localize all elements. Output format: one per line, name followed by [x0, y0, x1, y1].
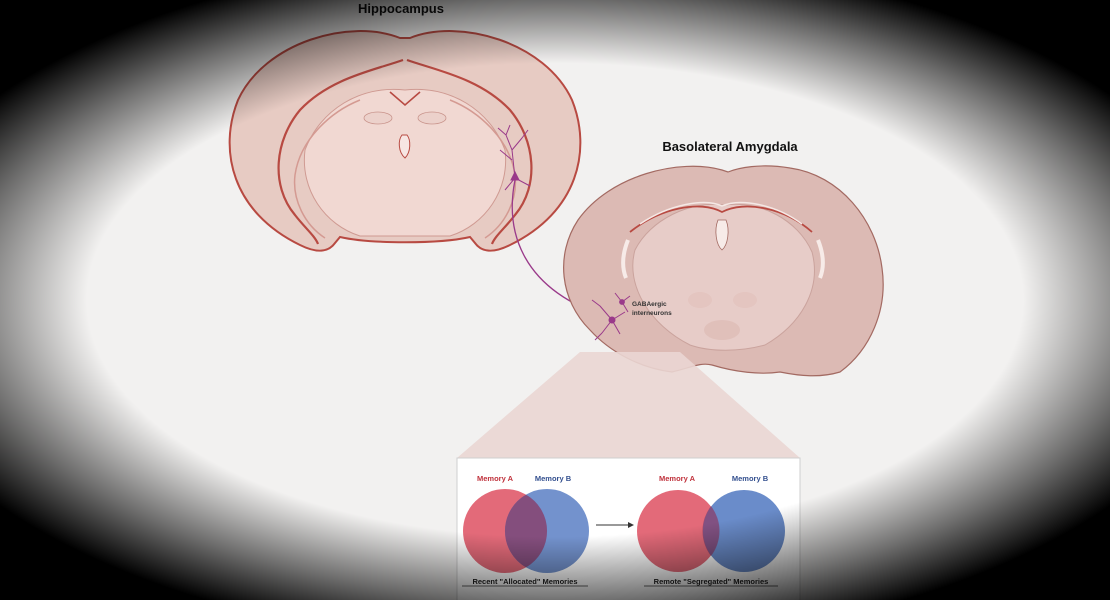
hippocampus-section: [228, 30, 582, 252]
memory-a-label-remote: Memory A: [659, 474, 696, 483]
remote-memories-caption: Remote "Segregated" Memories: [654, 577, 769, 586]
memory-a-label-recent: Memory A: [477, 474, 514, 483]
memory-b-label-recent: Memory B: [535, 474, 572, 483]
recent-memories-caption: Recent "Allocated" Memories: [472, 577, 577, 586]
interneurons-label-line2: interneurons: [632, 310, 672, 317]
memory-b-label-remote: Memory B: [732, 474, 769, 483]
amygdala-section: [563, 165, 884, 377]
hippocampus-label: Hippocampus: [358, 1, 444, 16]
interneurons-label-line1: GABAergic: [632, 301, 667, 308]
amygdala-label: Basolateral Amygdala: [662, 139, 798, 154]
